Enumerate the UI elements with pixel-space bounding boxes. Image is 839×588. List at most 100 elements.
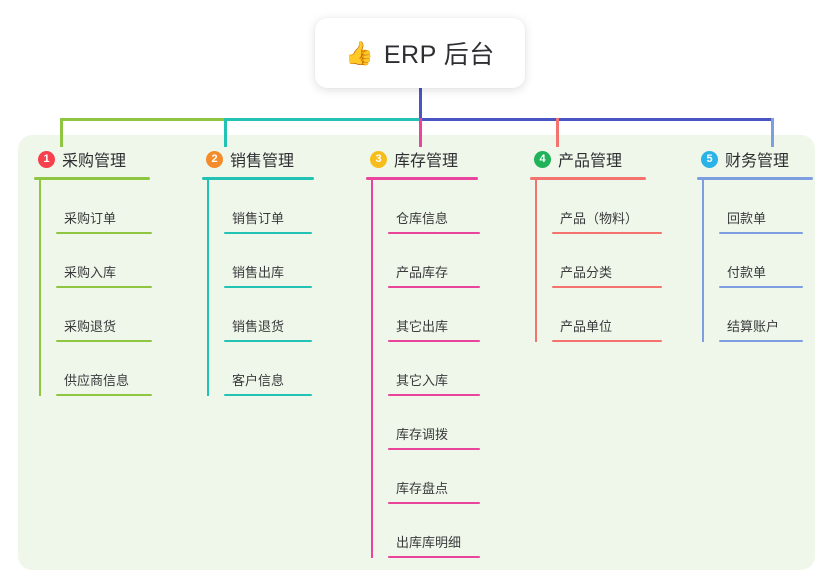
branch-header-rule-2 (202, 177, 314, 180)
branch-title-1: 采购管理 (62, 153, 127, 170)
branch-item-label: 采购入库 (64, 265, 117, 280)
branch-header-4[interactable]: 4 产品管理 (530, 146, 646, 172)
branch-item[interactable]: 客户信息 (224, 342, 314, 396)
branch-spine-4 (535, 180, 537, 342)
branch-item[interactable]: 回款单 (719, 180, 813, 234)
branch-header-2[interactable]: 2 销售管理 (202, 146, 314, 172)
branch-item[interactable]: 采购入库 (56, 234, 152, 288)
branch-title-4: 产品管理 (558, 153, 623, 170)
root-node-card[interactable]: 👍 ERP 后台 (315, 18, 525, 88)
branch-item-label: 付款单 (727, 265, 767, 280)
branch-item-rule (388, 286, 480, 288)
branch-item[interactable]: 采购订单 (56, 180, 152, 234)
branch-item-rule (388, 556, 480, 558)
branch-item-label: 产品分类 (560, 265, 613, 280)
branch-item-label: 采购退货 (64, 319, 117, 334)
branch-spine-2 (207, 180, 209, 396)
branch-item-label: 销售出库 (232, 265, 285, 280)
branch-items-3: 仓库信息产品库存其它出库其它入库库存调拨库存盘点出库库明细 (366, 180, 480, 558)
branch-item-label: 库存调拨 (396, 427, 449, 442)
branch-badge-2: 2 (206, 150, 223, 168)
branch-spine-1 (39, 180, 41, 396)
branch-items-5: 回款单付款单结算账户 (697, 180, 813, 342)
branch-item-label: 产品（物料） (560, 211, 639, 226)
branch-item[interactable]: 销售出库 (224, 234, 314, 288)
branch-item-rule (56, 340, 152, 342)
branch-drop-5 (771, 118, 774, 147)
branch-item-rule (56, 286, 152, 288)
branch-spine-3 (371, 180, 373, 558)
branch-badge-4: 4 (534, 150, 551, 168)
branch-item-rule (388, 394, 480, 396)
root-trunk-line (419, 88, 422, 119)
branch-badge-3: 3 (370, 150, 387, 168)
branch-drop-1 (60, 118, 63, 147)
branch-header-5[interactable]: 5 财务管理 (697, 146, 813, 172)
branch-item-rule (56, 232, 152, 234)
branch-item[interactable]: 产品分类 (552, 234, 662, 288)
branch-item-rule (552, 286, 662, 288)
branch-header-rule-1 (34, 177, 150, 180)
branch-item[interactable]: 采购退货 (56, 288, 152, 342)
branch-item[interactable]: 付款单 (719, 234, 813, 288)
branch-item[interactable]: 库存盘点 (388, 450, 480, 504)
branch-header-rule-3 (366, 177, 478, 180)
branch-item-label: 客户信息 (232, 373, 285, 388)
branch-item-label: 产品单位 (560, 319, 613, 334)
branch-item[interactable]: 结算账户 (719, 288, 813, 342)
branch-item-rule (388, 340, 480, 342)
branch-column-2[interactable]: 2 销售管理销售订单销售出库销售退货客户信息 (202, 146, 314, 396)
branch-item[interactable]: 产品（物料） (552, 180, 662, 234)
branch-spine-5 (702, 180, 704, 342)
branch-header-rule-4 (530, 177, 646, 180)
branch-header-3[interactable]: 3 库存管理 (366, 146, 478, 172)
branch-item-rule (552, 232, 662, 234)
branch-item-rule (224, 394, 312, 396)
branch-item-label: 库存盘点 (396, 481, 449, 496)
branch-drop-3 (419, 118, 422, 147)
branch-item[interactable]: 其它入库 (388, 342, 480, 396)
branch-item[interactable]: 销售退货 (224, 288, 314, 342)
branch-item[interactable]: 库存调拨 (388, 396, 480, 450)
branch-item-label: 供应商信息 (64, 373, 130, 388)
branch-item[interactable]: 其它出库 (388, 288, 480, 342)
branch-item-label: 仓库信息 (396, 211, 449, 226)
branch-items-4: 产品（物料） 产品分类产品单位 (530, 180, 662, 342)
branch-drop-4 (556, 118, 559, 147)
branch-item[interactable]: 产品库存 (388, 234, 480, 288)
branch-item-rule (719, 286, 803, 288)
branch-item-rule (719, 340, 803, 342)
bus-segment-green (60, 118, 224, 121)
branch-item-rule (552, 340, 662, 342)
branch-item[interactable]: 仓库信息 (388, 180, 480, 234)
branch-item[interactable]: 产品单位 (552, 288, 662, 342)
branch-column-5[interactable]: 5 财务管理回款单付款单结算账户 (697, 146, 813, 342)
branch-item-rule (224, 340, 312, 342)
branch-item-rule (388, 232, 480, 234)
branch-item[interactable]: 出库库明细 (388, 504, 480, 558)
branch-item-label: 其它出库 (396, 319, 449, 334)
branch-column-4[interactable]: 4 产品管理产品（物料） 产品分类产品单位 (530, 146, 662, 342)
diagram-panel (18, 135, 815, 570)
branch-title-2: 销售管理 (230, 153, 295, 170)
branch-badge-5: 5 (701, 150, 718, 168)
branch-item-label: 采购订单 (64, 211, 117, 226)
branch-item-label: 销售退货 (232, 319, 285, 334)
branch-title-5: 财务管理 (725, 153, 790, 170)
branch-item-label: 产品库存 (396, 265, 449, 280)
bus-segment-blue (420, 118, 773, 121)
branch-item[interactable]: 供应商信息 (56, 342, 152, 396)
branch-item-label: 出库库明细 (396, 535, 462, 550)
branch-item-rule (388, 502, 480, 504)
branch-drop-2 (224, 118, 227, 147)
branch-header-rule-5 (697, 177, 813, 180)
branch-item-label: 销售订单 (232, 211, 285, 226)
branch-title-3: 库存管理 (394, 153, 459, 170)
branch-item-rule (388, 448, 480, 450)
branch-item-rule (719, 232, 803, 234)
branch-item[interactable]: 销售订单 (224, 180, 314, 234)
branch-column-3[interactable]: 3 库存管理仓库信息产品库存其它出库其它入库库存调拨库存盘点出库库明细 (366, 146, 480, 558)
thumbs-up-icon: 👍 (345, 39, 374, 66)
